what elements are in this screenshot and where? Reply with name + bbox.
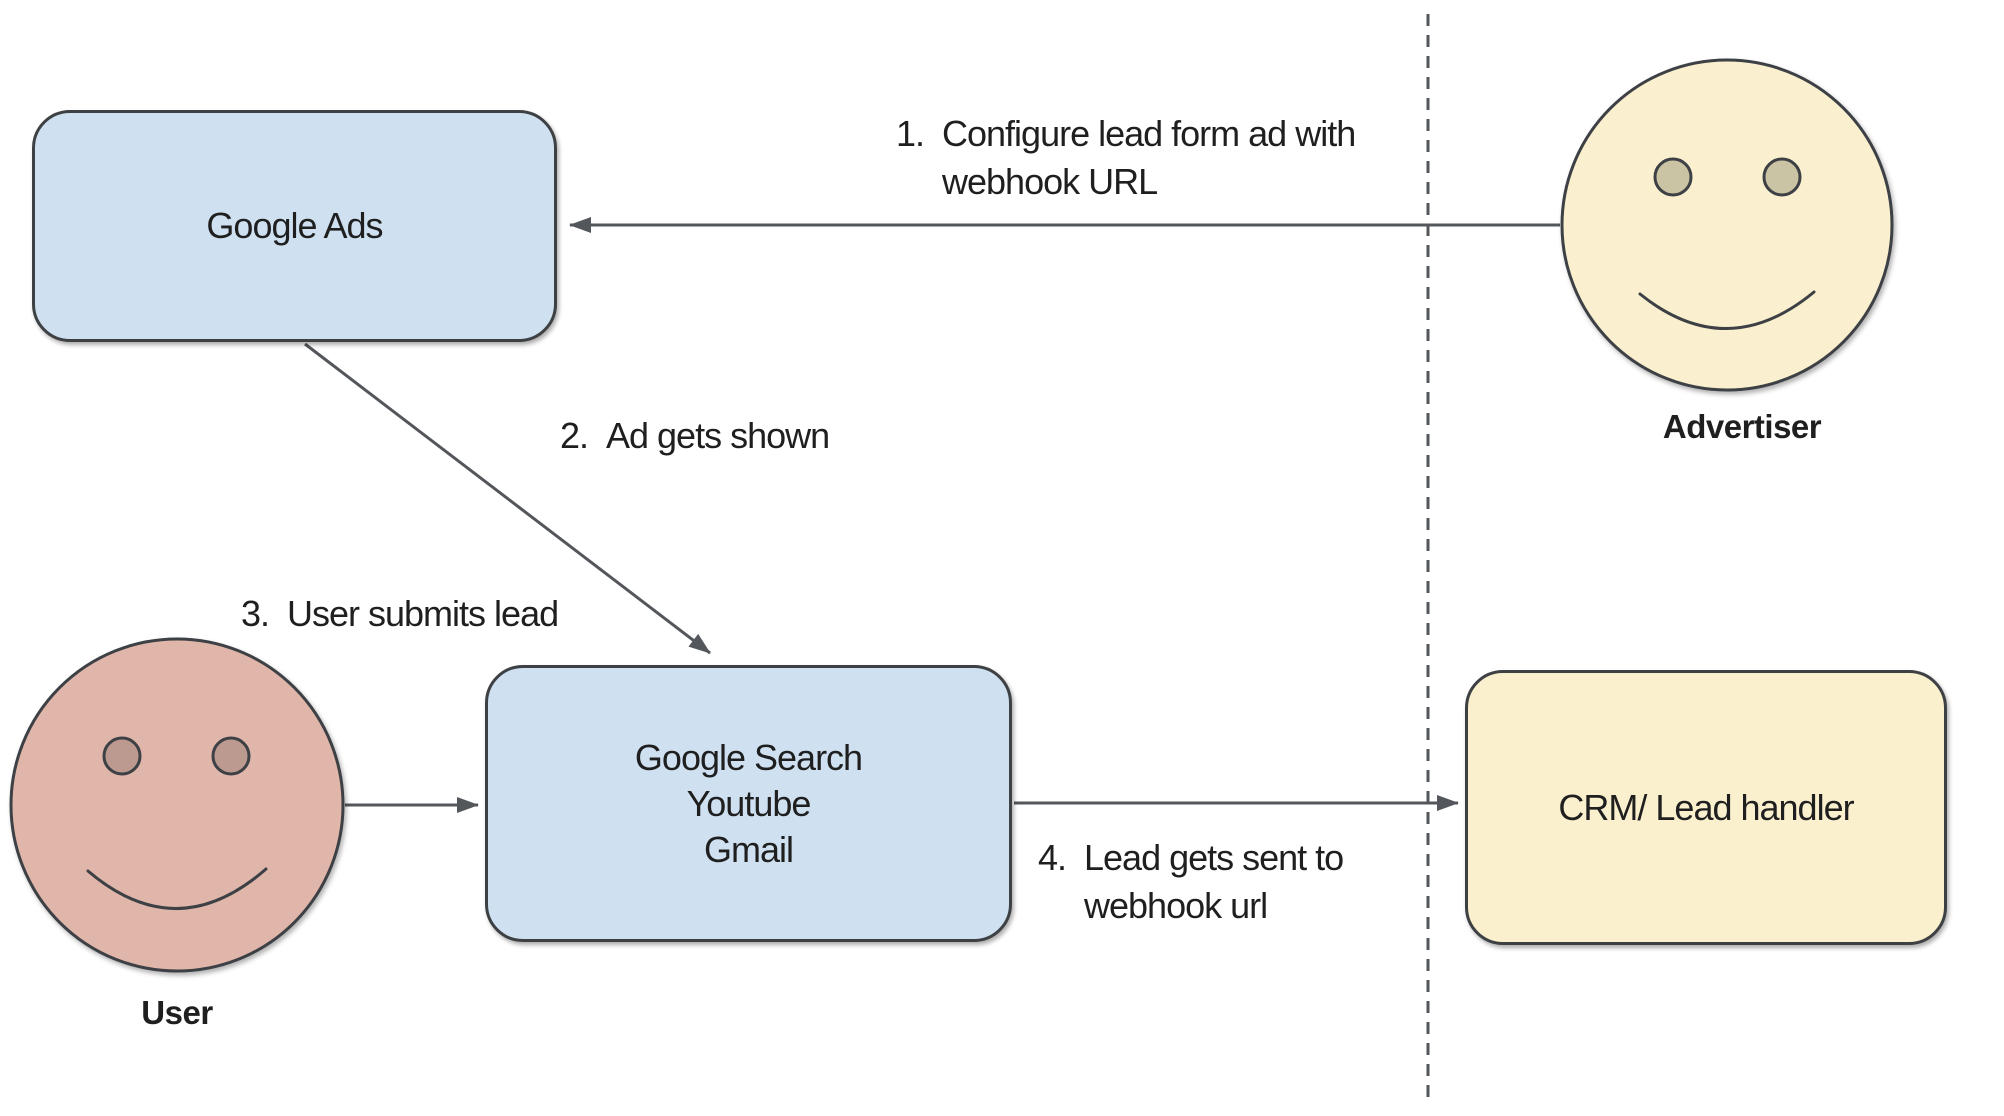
advertiser-smile-icon xyxy=(1638,290,1816,330)
advertiser-face-circle xyxy=(1560,58,1894,392)
user-face-circle xyxy=(9,637,345,973)
user-smile-icon xyxy=(86,867,268,910)
user-face-icon xyxy=(9,637,345,973)
user-left-eye-icon xyxy=(102,736,142,776)
edge-label-4-line-1: Lead gets sent to xyxy=(1084,837,1344,878)
node-crm-label: CRM/ Lead handler xyxy=(1558,786,1854,828)
node-google-properties-line-2: Youtube xyxy=(686,782,812,824)
edge-label-3-number: 3. xyxy=(241,593,270,634)
advertiser-face-icon xyxy=(1560,58,1894,392)
node-google-ads: Google Ads xyxy=(32,110,557,342)
node-google-properties: Google Search Youtube Gmail xyxy=(485,665,1012,942)
edge-label-4-number: 4. xyxy=(1038,837,1067,878)
edge-label-2-line-1: Ad gets shown xyxy=(606,415,830,456)
edge-label-ad-gets-shown: 2. Ad gets shown xyxy=(560,412,830,460)
node-crm-lead-handler: CRM/ Lead handler xyxy=(1465,670,1947,945)
user-label: User xyxy=(141,994,213,1031)
edge-label-2-number: 2. xyxy=(560,415,589,456)
edge-label-4-line-2: webhook url xyxy=(1084,885,1268,926)
advertiser-right-eye-icon xyxy=(1762,157,1802,197)
node-google-properties-line-1: Google Search xyxy=(634,736,863,778)
node-google-properties-line-3: Gmail xyxy=(703,828,794,870)
edge-label-user-submits-lead: 3. User submits lead xyxy=(241,590,559,638)
advertiser-label: Advertiser xyxy=(1662,408,1822,445)
edge-label-lead-sent-webhook: 4. Lead gets sent to webhook url xyxy=(1038,834,1344,930)
user-right-eye-icon xyxy=(211,736,251,776)
advertiser-left-eye-icon xyxy=(1653,157,1693,197)
node-google-ads-label: Google Ads xyxy=(206,205,383,246)
edge-ad-gets-shown-arrow xyxy=(304,342,711,655)
edge-label-1-number: 1. xyxy=(896,113,925,154)
edge-label-1-line-2: webhook URL xyxy=(942,161,1158,202)
edge-label-1-line-1: Configure lead form ad with xyxy=(942,113,1356,154)
edge-label-3-line-1: User submits lead xyxy=(287,593,559,634)
edge-label-configure-lead-form: 1. Configure lead form ad with webhook U… xyxy=(896,110,1356,206)
